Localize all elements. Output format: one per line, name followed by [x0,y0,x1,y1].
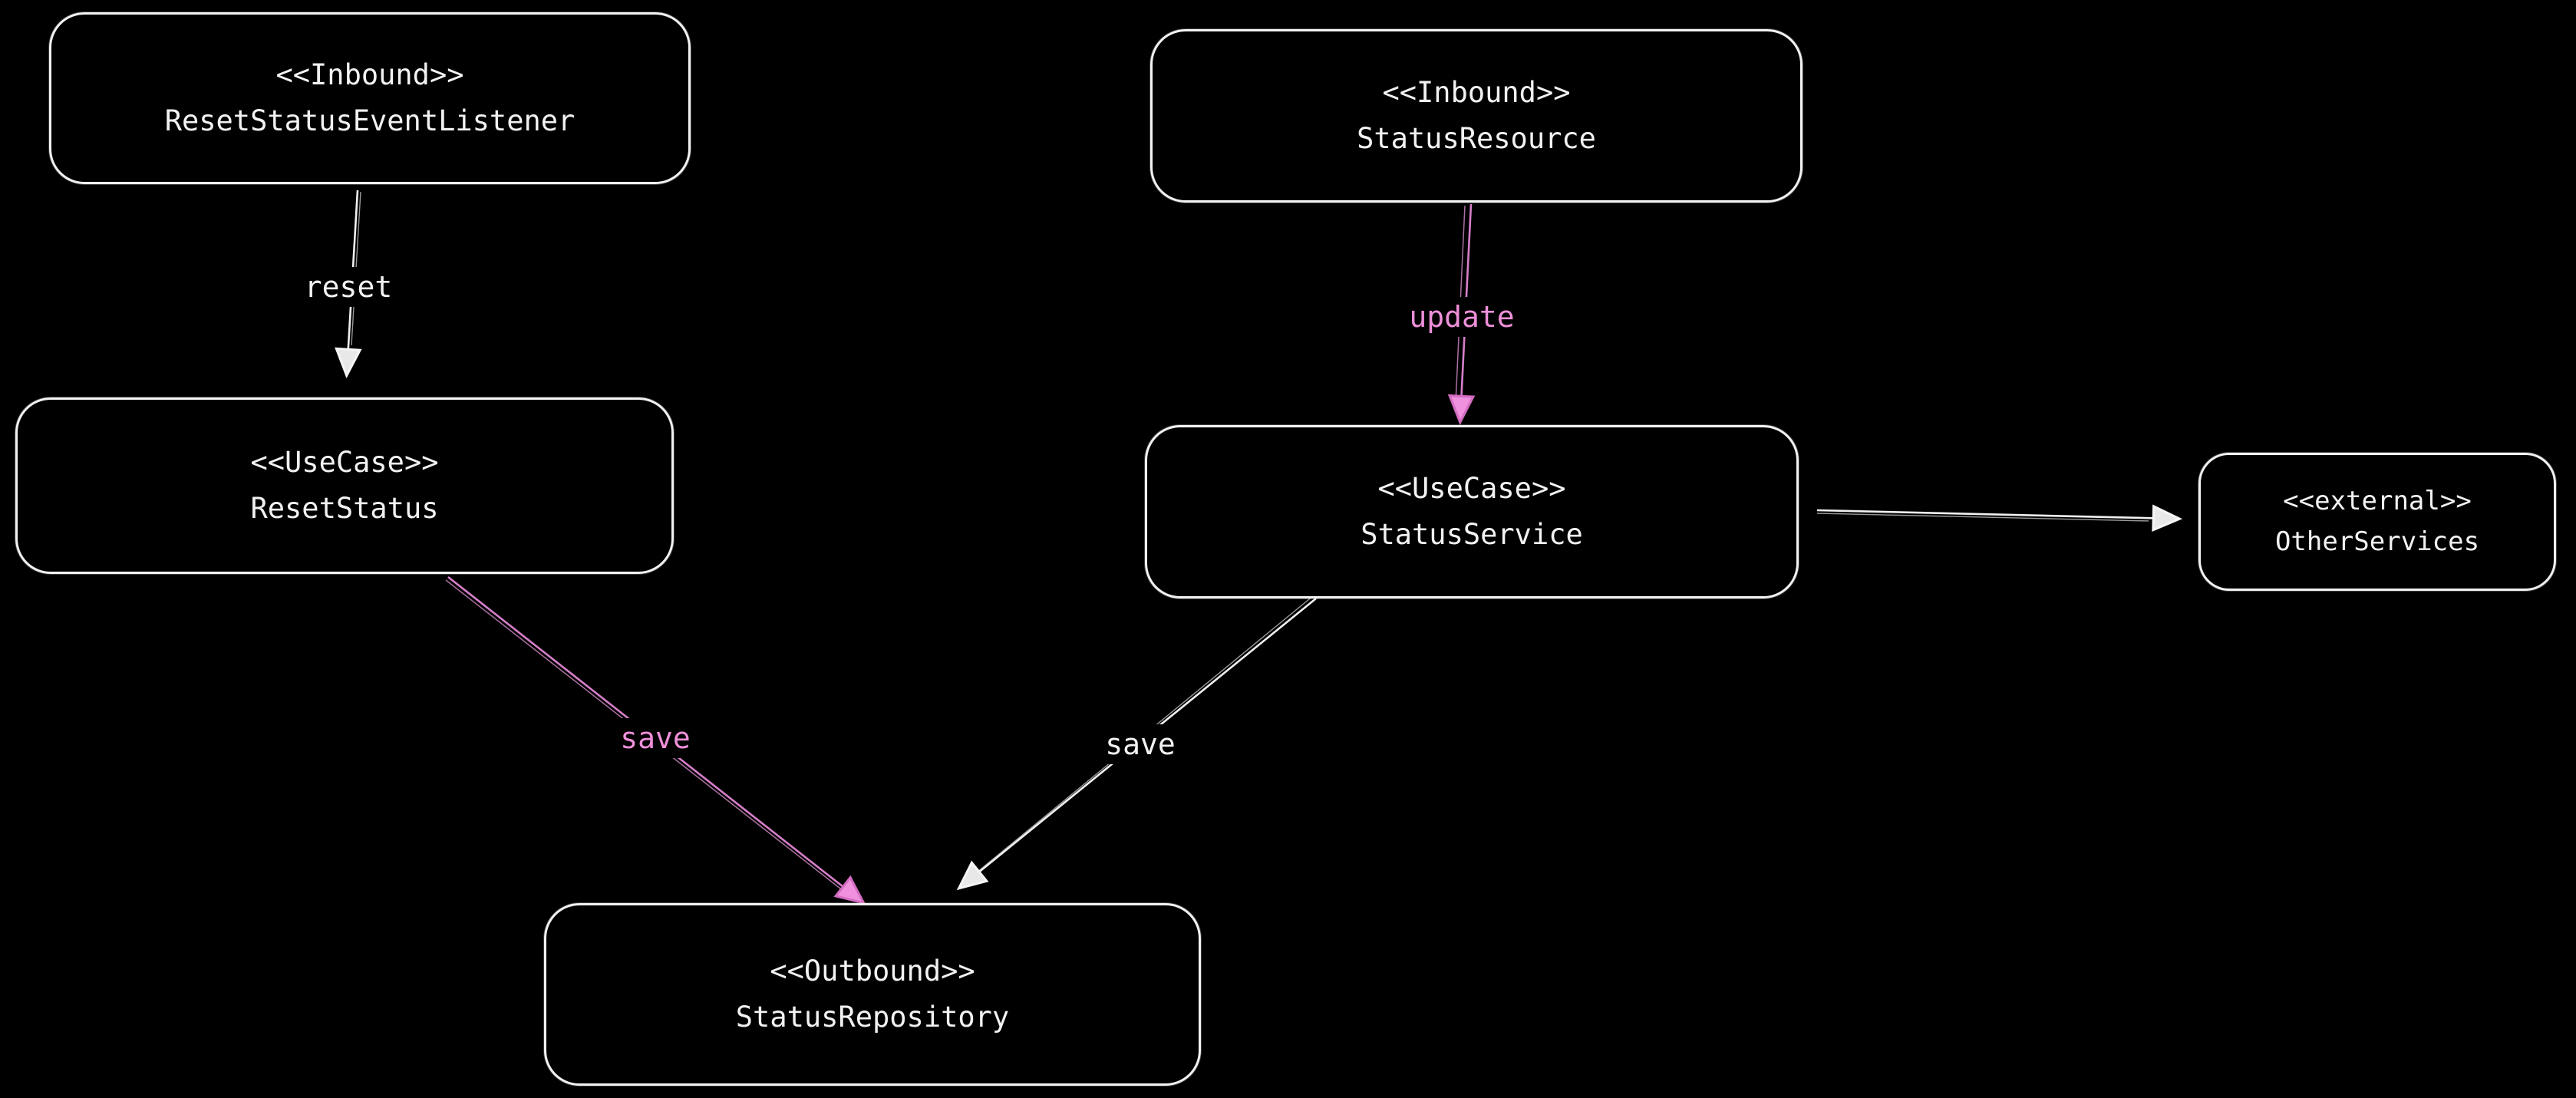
edge-label-update[interactable]: update [1397,297,1527,337]
node-reset-status-event-listener[interactable]: <<Inbound>> ResetStatusEventListener [49,12,691,184]
node-name: StatusService [1361,518,1583,551]
node-stereotype: <<UseCase>> [250,445,439,479]
node-other-services[interactable]: <<external>> OtherServices [2198,453,2556,591]
node-name: ResetStatusEventListener [164,104,576,137]
node-status-service[interactable]: <<UseCase>> StatusService [1145,425,1799,598]
edge-otherservices-arrow-line[interactable] [1816,504,2183,533]
edge-otherservices-arrow[interactable] [1816,504,2183,533]
node-name: OtherServices [2274,526,2480,557]
node-name: StatusResource [1357,122,1596,155]
edge-label-save-pink[interactable]: save [608,718,703,758]
node-name: ResetStatus [250,492,439,525]
node-stereotype: <<Inbound>> [275,58,464,91]
node-stereotype: <<UseCase>> [1377,471,1566,505]
node-stereotype: <<Inbound>> [1382,75,1571,109]
node-reset-status[interactable]: <<UseCase>> ResetStatus [15,397,674,574]
node-status-resource[interactable]: <<Inbound>> StatusResource [1150,29,1803,203]
node-stereotype: <<Outbound>> [770,954,975,988]
edge-label-save-white[interactable]: save [1093,724,1188,764]
node-status-repository[interactable]: <<Outbound>> StatusRepository [544,903,1201,1086]
edge-label-reset[interactable]: reset [292,267,405,307]
edge-otherservices-arrow-twin-line [1816,513,2149,522]
node-name: StatusRepository [735,1001,1010,1034]
node-stereotype: <<external>> [2283,486,2472,517]
